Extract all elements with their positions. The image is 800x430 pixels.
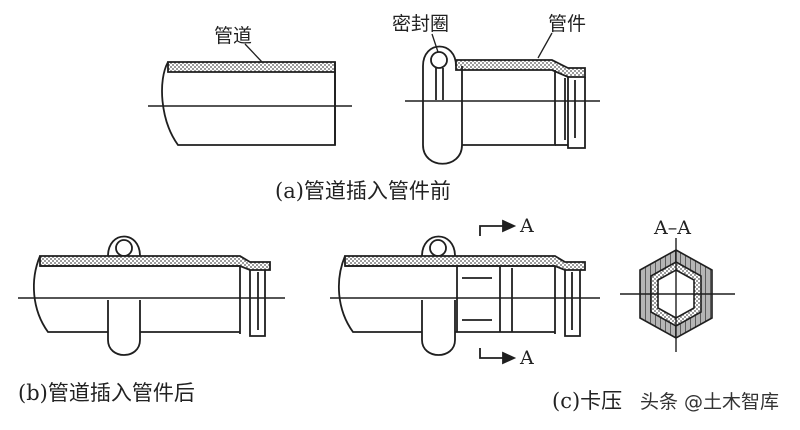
section-arrow-label-bottom: A bbox=[519, 347, 534, 369]
section-title: A–A bbox=[653, 217, 691, 239]
caption-c: (c)卡压 bbox=[552, 389, 622, 413]
pipe-after-insertion bbox=[18, 235, 285, 356]
pressed-fitting bbox=[330, 219, 600, 365]
pipe-label: 管道 bbox=[214, 25, 252, 47]
watermark: 头条 @土木智库 bbox=[640, 391, 779, 413]
pipe-before-insertion bbox=[148, 43, 352, 146]
caption-b: (b)管道插入管件后 bbox=[18, 381, 195, 405]
fitting-label: 管件 bbox=[548, 13, 586, 35]
caption-a: (a)管道插入管件前 bbox=[275, 179, 451, 203]
section-a-a-hexagon bbox=[620, 238, 735, 352]
seal-ring-label: 密封圈 bbox=[392, 13, 449, 35]
section-arrow-label-top: A bbox=[519, 215, 534, 237]
fitting-before-insertion bbox=[405, 32, 600, 165]
